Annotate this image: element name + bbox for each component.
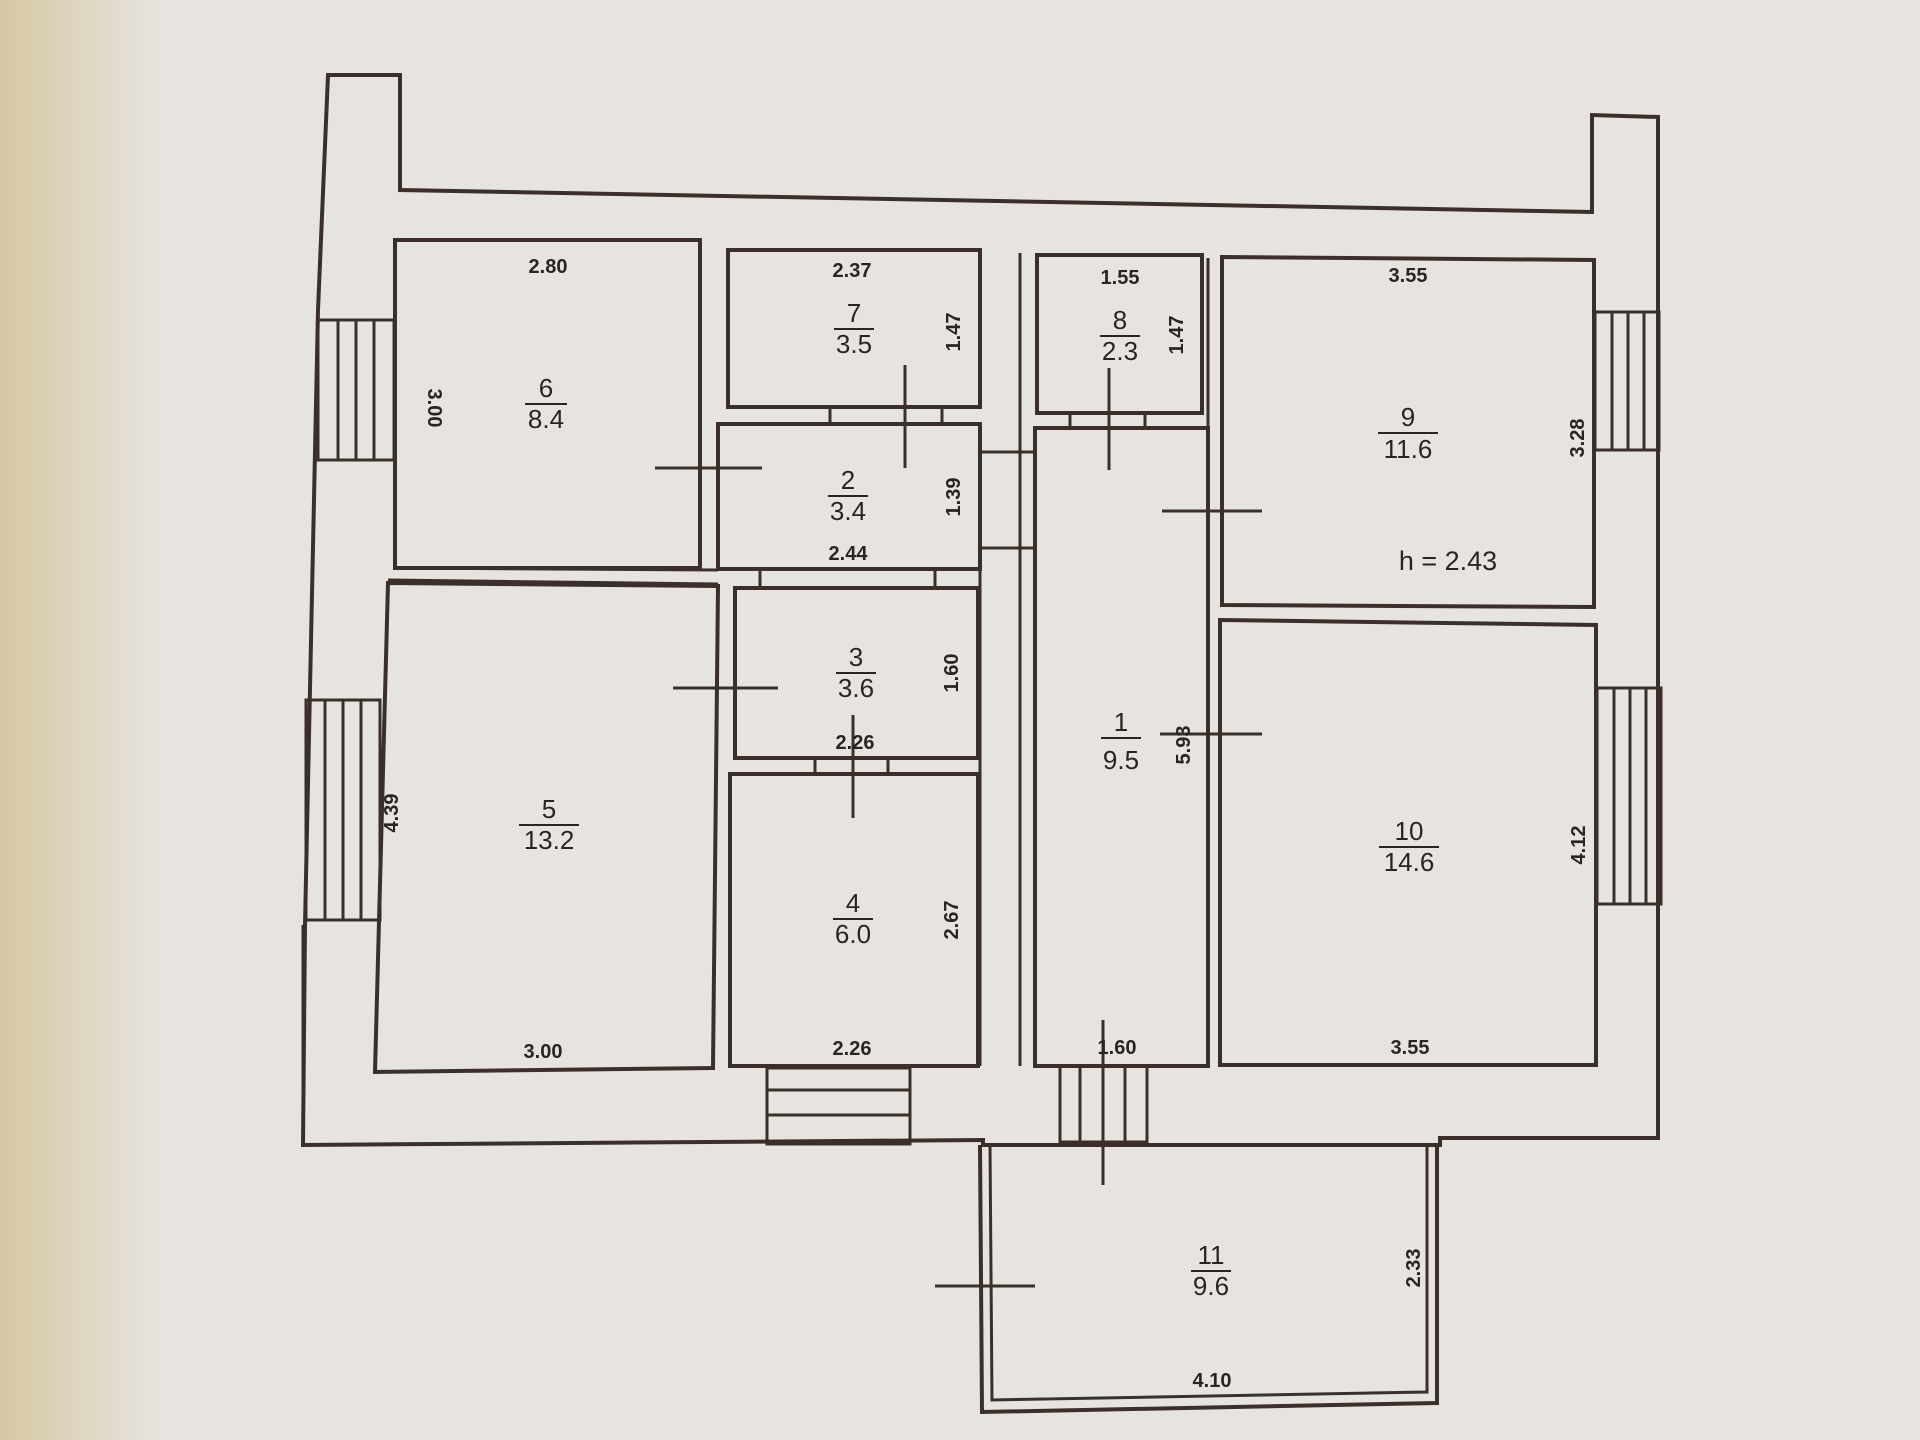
dim-room3-bottom: 2.26	[836, 732, 875, 754]
door-marks	[655, 365, 1262, 1288]
svg-text:6.0: 6.0	[835, 919, 871, 949]
room-7-label: 7 3.5	[834, 298, 874, 359]
svg-text:11: 11	[1198, 1240, 1225, 1270]
svg-text:3.4: 3.4	[830, 496, 866, 526]
svg-text:8.4: 8.4	[528, 404, 564, 434]
room-1-label: 1 9.5	[1101, 707, 1141, 775]
dim-room9-top: 3.55	[1389, 265, 1428, 287]
room-9-outline	[1220, 254, 1596, 610]
dim-room8-right: 1.47	[1166, 316, 1188, 355]
ceiling-height-label: h = 2.43	[1399, 546, 1497, 576]
dim-room7-right: 1.47	[943, 313, 965, 352]
window-left-upper	[316, 318, 396, 462]
windows	[304, 310, 1663, 1146]
door-openings	[758, 408, 1147, 774]
room-8-label: 8 2.3	[1100, 305, 1140, 366]
room-3-label: 3 3.6	[836, 642, 876, 703]
room-labels: 6 8.4 7 3.5 2 3.4 3 3.6 4 6.0 5 13.2	[519, 298, 1439, 1301]
dim-room11-bottom: 4.10	[1193, 1370, 1232, 1392]
dim-room11-right: 2.33	[1403, 1249, 1425, 1288]
room-3-outline	[733, 586, 980, 760]
corridor-marks	[387, 450, 1035, 586]
room-6-label: 6 8.4	[525, 373, 567, 434]
dim-room2-bottom: 2.44	[829, 543, 869, 565]
svg-text:6: 6	[539, 373, 553, 403]
window-right-upper	[1593, 310, 1661, 452]
dim-room7-top: 2.37	[833, 260, 872, 282]
svg-text:2.3: 2.3	[1102, 336, 1138, 366]
svg-text:14.6: 14.6	[1384, 847, 1435, 877]
room-11-label: 11 9.6	[1191, 1240, 1231, 1301]
window-bottom-left	[765, 1066, 912, 1146]
dimension-labels: 2.80 3.00 2.37 1.47 1.39 2.44 1.60 2.26 …	[381, 256, 1590, 1392]
room-outlines	[372, 238, 1598, 1075]
svg-text:10: 10	[1395, 816, 1424, 846]
svg-text:2: 2	[841, 465, 855, 495]
dim-room5-bottom: 3.00	[524, 1041, 563, 1063]
svg-text:9.5: 9.5	[1103, 745, 1139, 775]
svg-text:3: 3	[849, 642, 863, 672]
svg-text:1: 1	[1114, 707, 1128, 737]
dim-room2-right: 1.39	[943, 478, 965, 517]
room-7-outline	[726, 248, 982, 409]
dim-room6-top: 2.80	[529, 256, 568, 278]
dim-room6-left: 3.00	[423, 389, 445, 428]
dim-room3-right: 1.60	[941, 654, 963, 693]
window-left-lower	[304, 698, 382, 922]
room-9-label: 9 11.6	[1378, 402, 1438, 464]
svg-text:9.6: 9.6	[1193, 1271, 1229, 1301]
dim-room8-top: 1.55	[1101, 267, 1140, 289]
room-10-label: 10 14.6	[1379, 816, 1439, 877]
dim-room5-left: 4.39	[381, 794, 403, 833]
room-8-outline	[1035, 253, 1204, 415]
exterior-walls	[300, 73, 1660, 1148]
svg-text:5: 5	[542, 794, 556, 824]
svg-text:4: 4	[846, 888, 860, 918]
page-edge-shadow	[0, 0, 160, 1440]
dim-room1-bottom: 1.60	[1098, 1037, 1137, 1059]
dim-room4-right: 2.67	[941, 901, 963, 940]
svg-text:8: 8	[1113, 305, 1127, 335]
svg-text:3.6: 3.6	[838, 673, 874, 703]
dim-room9-right: 3.28	[1567, 419, 1589, 458]
dim-room10-bottom: 3.55	[1391, 1037, 1430, 1059]
svg-text:11.6: 11.6	[1384, 434, 1433, 464]
dim-room1-right: 5.93	[1173, 726, 1195, 765]
svg-text:13.2: 13.2	[524, 825, 575, 855]
svg-text:7: 7	[847, 298, 861, 328]
dim-room4-bottom: 2.26	[833, 1038, 872, 1060]
svg-text:9: 9	[1401, 402, 1415, 432]
svg-text:3.5: 3.5	[836, 329, 872, 359]
window-right-lower	[1595, 686, 1663, 906]
room-4-label: 4 6.0	[833, 888, 873, 949]
room-2-label: 2 3.4	[828, 465, 868, 526]
room-10-outline	[1218, 617, 1598, 1067]
balcony-outline	[978, 1143, 1439, 1415]
dim-room10-right: 4.12	[1568, 826, 1590, 865]
room-5-label: 5 13.2	[519, 794, 579, 855]
